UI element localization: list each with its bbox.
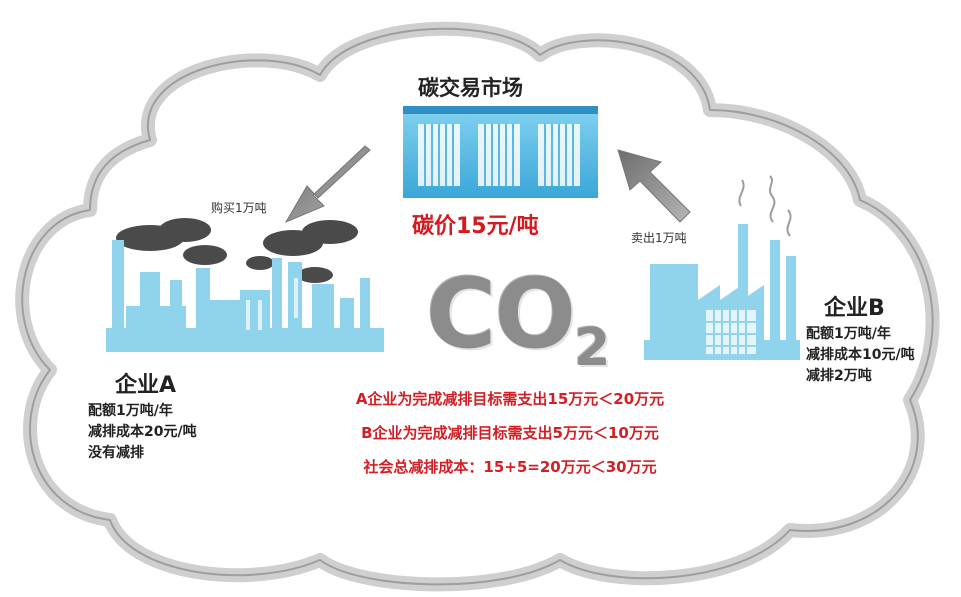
enterprise-a-cost: 减排成本20元/吨: [88, 424, 197, 440]
enterprise-b-cost: 减排成本10元/吨: [806, 347, 915, 363]
sell-arrow-icon: [617, 149, 691, 223]
enterprise-b-details: 配额1万吨/年 减排成本10元/吨 减排2万吨: [806, 324, 915, 387]
buy-arrow-icon: [284, 145, 371, 224]
enterprise-b-reduction: 减排2万吨: [806, 368, 872, 384]
enterprise-a-details: 配额1万吨/年 减排成本20元/吨 没有减排: [88, 401, 197, 464]
factory-a-icon: [106, 218, 384, 352]
co2-symbol: CO2: [426, 258, 610, 378]
sell-label: 卖出1万吨: [631, 231, 687, 245]
carbon-price: 碳价15元/吨: [412, 214, 539, 239]
buy-label: 购买1万吨: [211, 201, 267, 215]
trading-building-icon: [403, 106, 598, 198]
factory-b-icon: [644, 175, 800, 360]
summary-block: A企业为完成减排目标需支出15万元＜20万元 B企业为完成减排目标需支出5万元＜…: [280, 382, 740, 484]
summary-line-a: A企业为完成减排目标需支出15万元＜20万元: [355, 390, 665, 408]
summary-line-b: B企业为完成减排目标需支出5万元＜10万元: [361, 424, 659, 442]
cloud-background: [15, 21, 940, 592]
market-title: 碳交易市场: [418, 76, 523, 100]
summary-line-total: 社会总减排成本：15+5=20万元＜30万元: [363, 458, 657, 476]
enterprise-b-name: 企业B: [824, 296, 885, 321]
enterprise-b-quota: 配额1万吨/年: [806, 326, 891, 342]
enterprise-a-name: 企业A: [115, 373, 177, 398]
enterprise-a-status: 没有减排: [88, 445, 144, 461]
enterprise-a-quota: 配额1万吨/年: [88, 403, 173, 419]
co2-main: CO: [426, 258, 576, 370]
co2-subscript: 2: [574, 318, 610, 378]
